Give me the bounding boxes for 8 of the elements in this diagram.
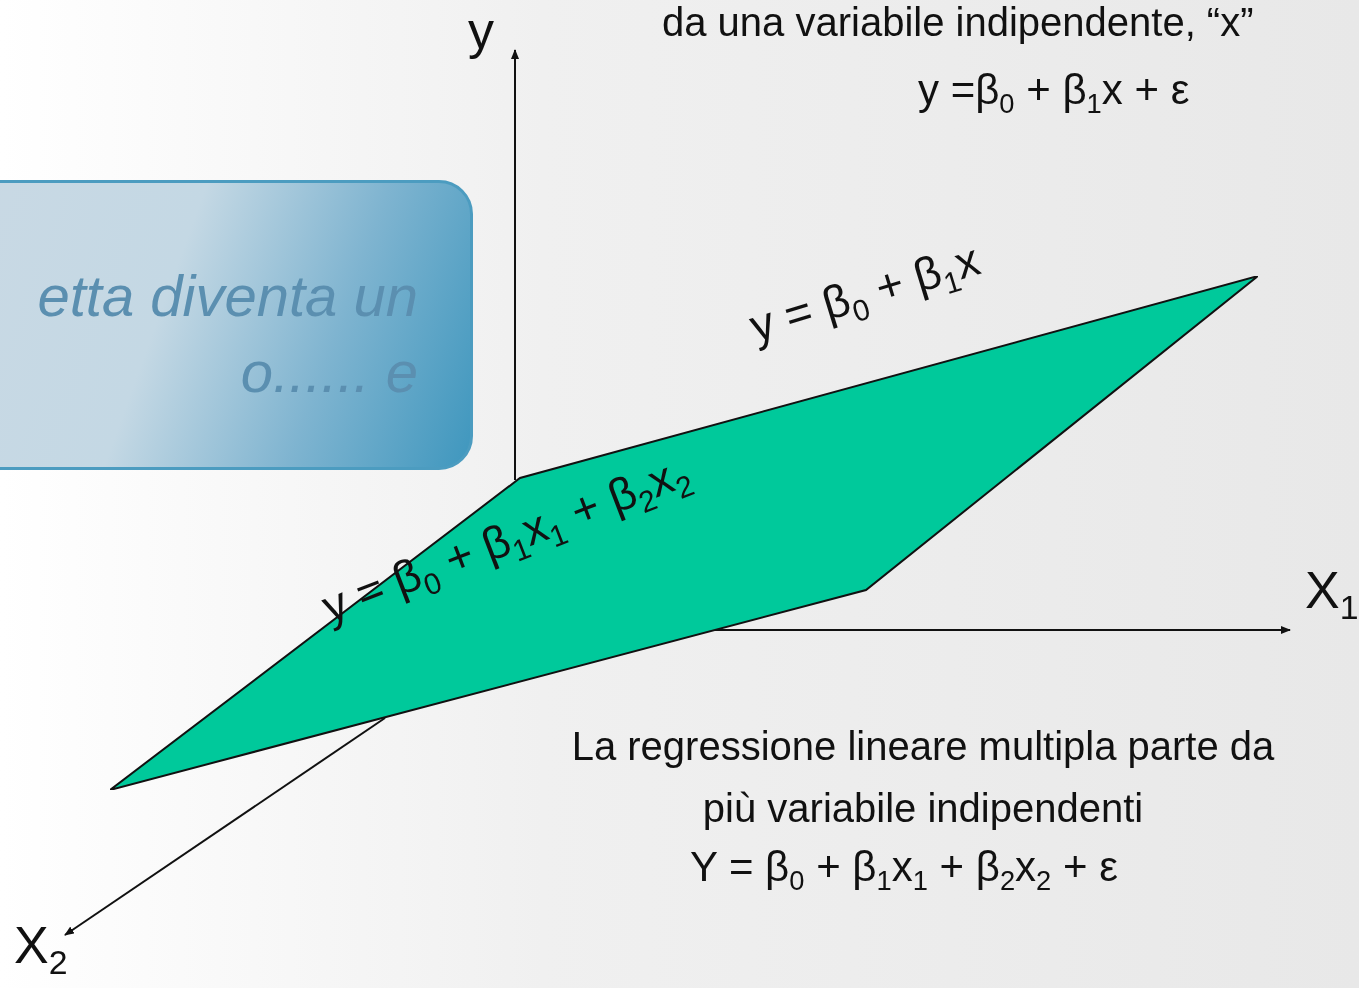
- caption-text: La regressione lineare multipla parte da più variabile indipendenti: [570, 723, 1276, 832]
- callout-box: [0, 180, 473, 470]
- axis-label: y: [468, 0, 494, 60]
- equation: Y = β$_{0}$ + β$_{1}$x$_{1}$ + β$_{2}$x$_{2}$ + ε: [690, 843, 1118, 898]
- equation: y =β$_{0}$ + β$_{1}$x + ε: [918, 66, 1190, 121]
- axis-label: X$_{1}$: [1305, 560, 1359, 628]
- axis-label: X$_{2}$: [14, 915, 68, 983]
- caption-text: da una variabile indipendente, “x”: [662, 0, 1254, 45]
